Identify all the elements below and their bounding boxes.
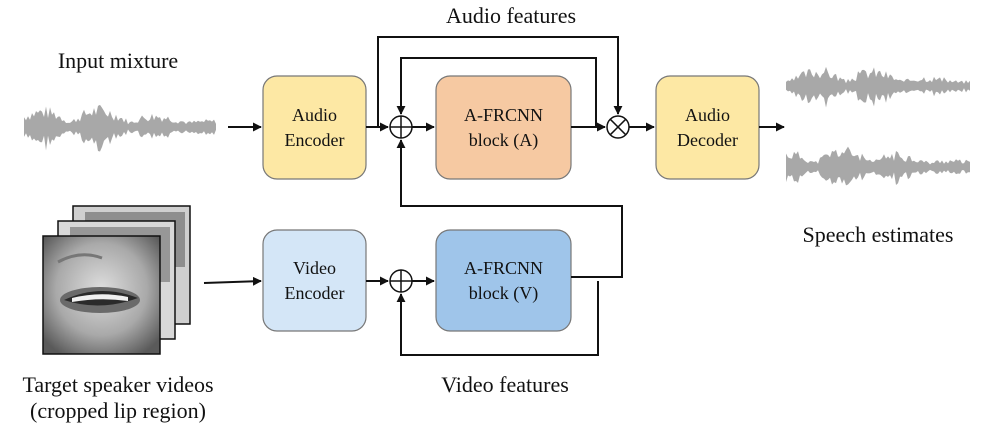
video-encoder-line1: Video (293, 258, 336, 278)
audio-encoder-line2: Encoder (285, 130, 345, 150)
edge-video-to-encoder (203, 276, 262, 286)
edge-video-feedback (396, 281, 599, 356)
afrcnn-v-line2: block (V) (469, 283, 538, 304)
lip-video-frames-icon (42, 205, 191, 355)
video-encoder-block: Video Encoder (262, 229, 367, 332)
audio-encoder-block: Audio Encoder (262, 75, 367, 180)
audio-decoder-line1: Audio (685, 105, 730, 125)
afrcnn-v-line1: A-FRCNN (464, 258, 543, 278)
video-features-label: Video features (441, 372, 569, 397)
afrcnn-a-block: A-FRCNN block (A) (435, 75, 572, 180)
multiply-icon (606, 115, 630, 139)
audio-decoder-block: Audio Decoder (655, 75, 760, 180)
input-mixture-waveform-icon (24, 104, 216, 152)
speech-estimate-1-waveform-icon (786, 66, 970, 108)
video-encoder-line2: Encoder (285, 283, 345, 303)
audio-features-label: Audio features (446, 3, 576, 28)
audio-sum-icon (389, 115, 413, 139)
afrcnn-a-line1: A-FRCNN (464, 105, 543, 125)
audio-decoder-line2: Decoder (677, 130, 738, 150)
speech-estimate-2-waveform-icon (786, 146, 970, 186)
speech-estimates-label: Speech estimates (803, 222, 954, 247)
video-sum-icon (389, 269, 413, 293)
edge-audio-feedback (396, 57, 597, 127)
afrcnn-v-block: A-FRCNN block (V) (435, 229, 572, 332)
edge-video-to-audio-fusion (396, 139, 623, 278)
input-mixture-label: Input mixture (58, 48, 178, 73)
afrcnn-a-line2: block (A) (469, 130, 538, 151)
target-videos-sublabel: (cropped lip region) (30, 398, 206, 423)
edge-audio-features-skip (377, 36, 623, 127)
target-videos-label: Target speaker videos (22, 372, 213, 397)
audio-encoder-line1: Audio (292, 105, 337, 125)
connections (203, 36, 785, 356)
